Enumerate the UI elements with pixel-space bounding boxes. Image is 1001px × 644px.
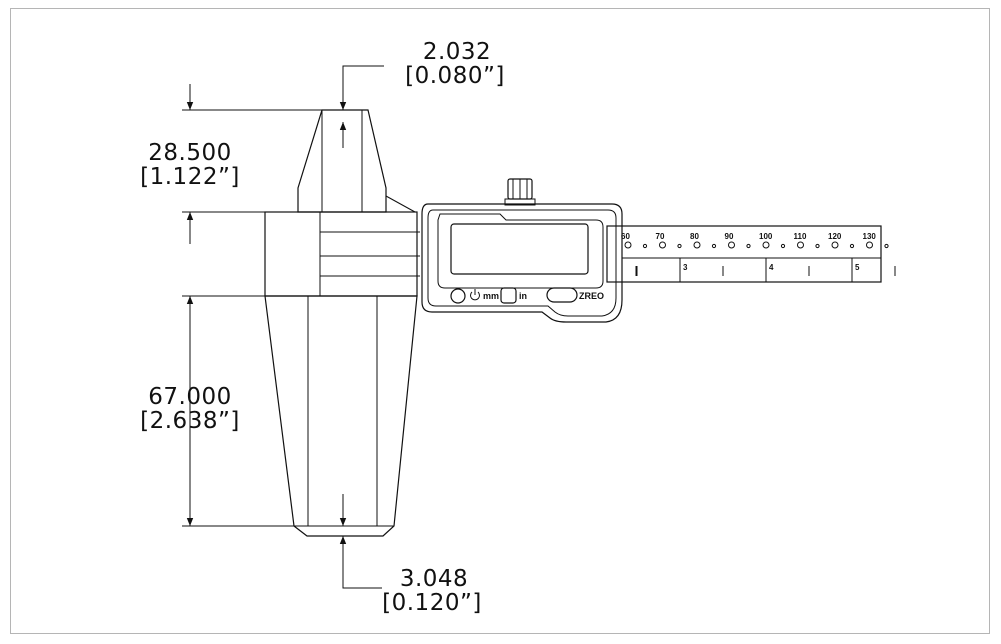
jaw-length-mm: 67.000 — [148, 384, 231, 410]
power-icon — [470, 289, 480, 301]
tip-length-mm: 28.500 — [148, 140, 231, 166]
drawing-frame — [10, 8, 990, 634]
zero-label: ZREO — [579, 291, 604, 301]
beam-scale: 60 70 80 90 100 110 120 130 3 4 5 — [606, 225, 896, 283]
dimension-lines — [182, 65, 384, 589]
scale-dot — [849, 243, 855, 249]
scale-dot — [642, 243, 648, 249]
mm-scale-label: 110 — [794, 232, 807, 241]
upper-jaw — [297, 109, 416, 213]
scale-dot — [884, 243, 889, 249]
scale-dot — [677, 243, 682, 249]
lcd-screen — [450, 223, 589, 275]
scale-dot — [780, 243, 786, 249]
display-head: mm in ZREO — [421, 178, 623, 323]
scale-dot — [711, 243, 717, 249]
top-gap-mm: 2.032 — [423, 39, 491, 65]
scale-hole — [866, 241, 873, 249]
mm-scale-label: 90 — [725, 232, 734, 241]
tip-length-in: [1.122”] — [140, 164, 240, 190]
mm-scale-label: 120 — [828, 232, 842, 241]
lower-jaw — [264, 295, 418, 537]
scale-hole — [659, 241, 666, 249]
scale-hole — [624, 241, 632, 249]
mm-scale-label: 70 — [656, 232, 665, 241]
power-button[interactable] — [450, 288, 466, 304]
scale-hole — [728, 241, 735, 249]
scale-dot — [815, 243, 820, 249]
scale-hole — [831, 241, 839, 249]
power-mm-label: mm — [483, 291, 499, 301]
scale-hole — [797, 241, 804, 249]
zero-button[interactable] — [546, 287, 578, 303]
scale-hole — [693, 241, 701, 249]
top-gap-in: [0.080”] — [405, 63, 505, 89]
bottom-gap-mm: 3.048 — [400, 566, 468, 592]
mm-scale-label: 130 — [863, 232, 877, 241]
inch-scale-label: 5 — [855, 263, 860, 272]
scale-hole — [762, 241, 770, 249]
jaw-length-in: [2.638”] — [140, 408, 240, 434]
unit-in-label: in — [519, 291, 527, 301]
inch-scale-label: 3 — [683, 263, 688, 272]
inch-scale-label: 4 — [769, 263, 774, 272]
mm-scale-label: 80 — [690, 232, 699, 241]
scale-dot — [746, 243, 751, 249]
bottom-gap-in: [0.120”] — [382, 590, 482, 616]
main-beam — [264, 211, 420, 297]
mm-scale-label: 100 — [759, 232, 773, 241]
dimension-labels: 2.032 [0.080”] 28.500 [1.122”] 67.000 [2… — [140, 39, 505, 616]
unit-button[interactable] — [500, 287, 517, 304]
mm-scale-label: 60 — [621, 232, 630, 241]
